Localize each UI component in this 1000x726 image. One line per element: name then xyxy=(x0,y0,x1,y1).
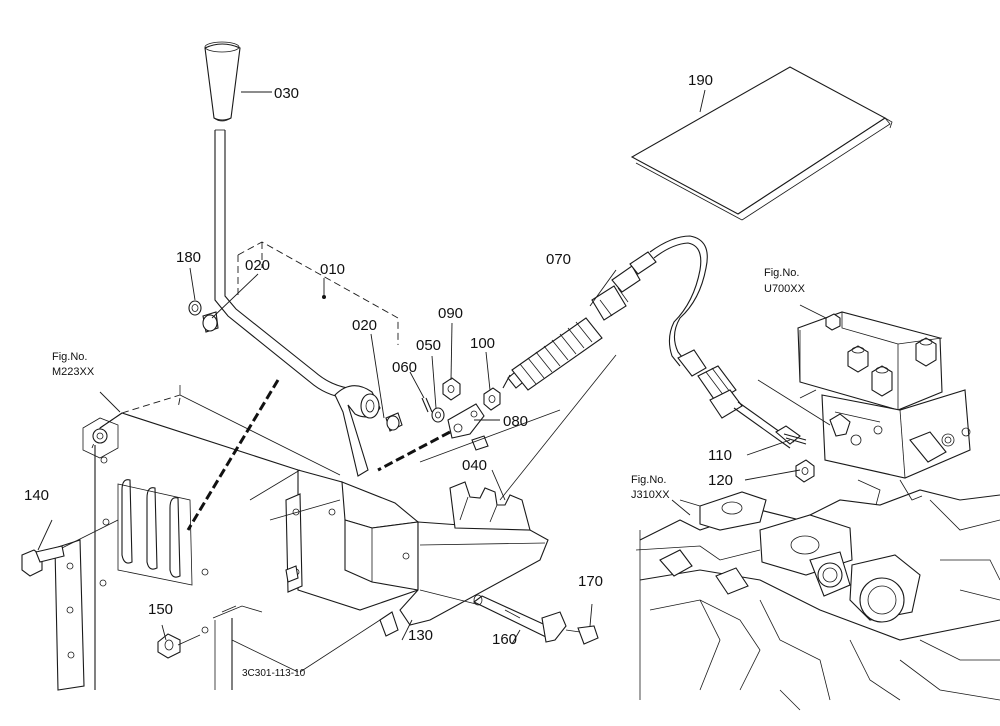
label-160: 160 xyxy=(492,631,517,648)
washer-050 xyxy=(431,407,445,423)
fig-ref-m223xx-line2: M223XX xyxy=(52,366,95,378)
drawing-code: 3C301-113-10 xyxy=(242,668,306,679)
label-020-upper: 020 xyxy=(245,257,270,274)
part-labels: 030 180 020 010 020 070 090 050 100 060 … xyxy=(24,72,733,648)
cotter-pin-060 xyxy=(421,397,433,413)
label-060: 060 xyxy=(392,359,417,376)
leader-lines xyxy=(37,89,831,673)
transmission-case-j310xx xyxy=(635,479,1000,711)
bolt-140 xyxy=(21,545,65,577)
clevis-080 xyxy=(447,403,485,439)
lever-knob xyxy=(204,41,241,122)
kit-outline-010 xyxy=(237,241,399,345)
label-090: 090 xyxy=(438,305,463,322)
fig-ref-m223xx-line1: Fig.No. xyxy=(52,351,87,363)
label-040: 040 xyxy=(462,457,487,474)
lever-arm-010 xyxy=(334,385,381,477)
pin-080 xyxy=(471,435,489,451)
label-140: 140 xyxy=(24,487,49,504)
valve-block-u700xx xyxy=(797,311,971,501)
fig-ref-j310xx-line1: Fig.No. xyxy=(631,474,666,486)
label-050: 050 xyxy=(416,337,441,354)
label-020-lower: 020 xyxy=(352,317,377,334)
nut-150 xyxy=(157,633,181,659)
pin-160 xyxy=(472,594,567,643)
label-120: 120 xyxy=(708,472,733,489)
label-070: 070 xyxy=(546,251,571,268)
control-cable-070 xyxy=(502,235,801,449)
nut-120 xyxy=(795,459,815,483)
bracket-040 xyxy=(285,469,549,637)
fig-ref-j310xx-line2: J310XX xyxy=(631,489,670,501)
fig-ref-u700xx-line2: U700XX xyxy=(764,283,806,295)
fig-ref-u700xx-line1: Fig.No. xyxy=(764,267,799,279)
housing-plate-m223xx xyxy=(82,394,299,690)
label-100: 100 xyxy=(470,335,495,352)
label-190: 190 xyxy=(688,72,713,89)
bushing-020-upper xyxy=(202,311,219,333)
label-010: 010 xyxy=(320,261,345,278)
nut-100 xyxy=(483,387,501,411)
cotter-pin-110 xyxy=(783,433,807,445)
manual-sheet xyxy=(630,66,893,221)
label-180: 180 xyxy=(176,249,201,266)
label-150: 150 xyxy=(148,601,173,618)
alignment-lines xyxy=(186,379,451,531)
cover-plate xyxy=(54,539,85,691)
label-130: 130 xyxy=(408,627,433,644)
bolt-170 xyxy=(565,625,599,645)
label-110: 110 xyxy=(708,447,732,464)
label-170: 170 xyxy=(578,573,603,590)
bushing-180 xyxy=(188,300,202,316)
nut-090 xyxy=(442,377,461,401)
figure-refs: Fig.No. M223XX Fig.No. U700XX Fig.No. J3… xyxy=(52,267,806,501)
label-030: 030 xyxy=(274,85,299,102)
label-080: 080 xyxy=(503,413,528,430)
bushing-020-lower xyxy=(385,412,403,432)
